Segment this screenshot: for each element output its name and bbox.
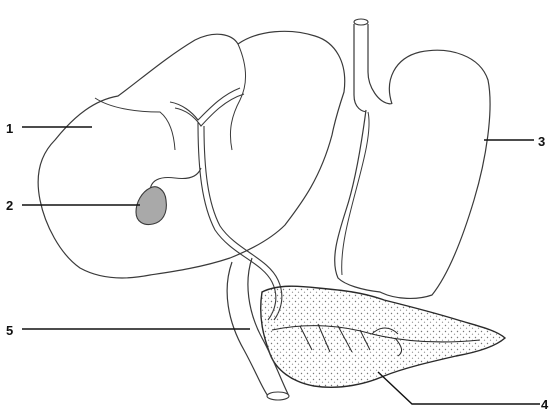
label-2: 2 bbox=[6, 199, 13, 212]
label-4: 4 bbox=[541, 398, 548, 411]
leader-line-4 bbox=[378, 372, 540, 404]
duodenum-opening bbox=[267, 392, 289, 400]
label-1: 1 bbox=[6, 122, 13, 135]
stomach-outline bbox=[335, 50, 490, 298]
esophagus-opening bbox=[354, 19, 368, 25]
label-5: 5 bbox=[6, 324, 13, 337]
esophagus bbox=[354, 24, 392, 112]
label-3: 3 bbox=[538, 135, 545, 148]
liver-outline bbox=[38, 31, 345, 278]
